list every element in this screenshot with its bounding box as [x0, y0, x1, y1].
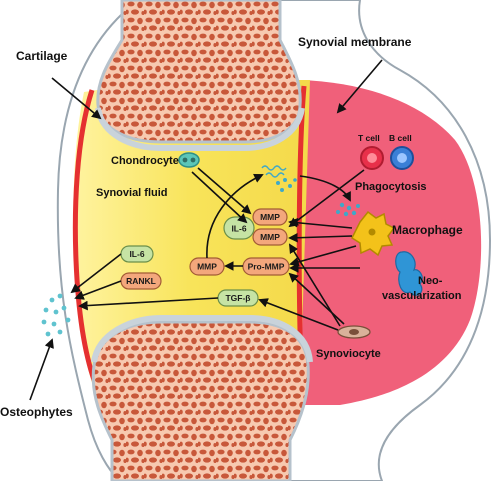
mmp-left-label: MMP [197, 262, 217, 272]
arrow-chondrocyte-mmp-2 [191, 171, 248, 224]
macrophage-label: Macrophage [392, 223, 463, 237]
il6-left-label: IL-6 [129, 249, 144, 259]
il6-center-pill: IL-6 [223, 216, 255, 240]
synoviocyte-label: Synoviocyte [316, 348, 381, 360]
cartilage-rim-left [72, 89, 103, 397]
chondrocyte-label: Chondrocyte [111, 155, 179, 167]
lower-bone [91, 320, 310, 481]
arrow-il6-osteophyte [70, 253, 122, 294]
lower-cartilage-cap [91, 315, 313, 363]
mmp-upper-label: MMP [260, 212, 280, 222]
arrows [29, 59, 383, 401]
arrow-chondrocyte-mmp-1 [197, 167, 252, 215]
arrow-osteophytes [29, 338, 54, 401]
mmp-lower-label: MMP [260, 232, 280, 242]
il6-center-label: IL-6 [231, 224, 246, 234]
arrow-fragments-macrophage [299, 175, 351, 202]
arrow-rankl-osteophyte [74, 280, 122, 300]
arrow-tcell-mmp [288, 169, 365, 228]
arrow-synoviocyte-pro-mmp [288, 272, 345, 325]
arrow-synoviocyte-tgf [258, 298, 339, 331]
neovascularization-vessel [395, 251, 423, 296]
tgf-beta-label: TGF-β [225, 293, 250, 303]
neovascularization-label-line2: vascularization [382, 290, 462, 302]
arrow-macrophage-pro-mmp [289, 245, 357, 267]
fragment-dots [276, 178, 297, 192]
t-cell [360, 146, 384, 170]
synovial-membrane-label: Synovial membrane [298, 35, 412, 49]
mmp-upper-pill: MMP [252, 208, 288, 226]
chondrocyte-cell [178, 152, 200, 168]
arrow-mmp-loop [206, 173, 264, 259]
upper-cartilage-cap [95, 107, 305, 151]
mmp-left-pill: MMP [189, 257, 225, 276]
macrophage-cell [351, 210, 396, 257]
phagocytosis-label: Phagocytosis [355, 181, 427, 193]
il6-left-pill: IL-6 [120, 245, 154, 263]
t-cell-label: T cell [358, 133, 380, 143]
arrow-synovial-membrane [336, 59, 383, 114]
arrow-macrophage-mmp-2 [288, 232, 353, 243]
neovascularization-label-line1: Neo- [418, 275, 443, 287]
upper-bone [96, 0, 302, 144]
cartilage-fragments [261, 165, 287, 178]
pro-mmp-label: Pro-MMP [248, 262, 285, 272]
pro-mmp-pill: Pro-MMP [242, 257, 290, 276]
b-cell [390, 146, 414, 170]
tgf-beta-pill: TGF-β [217, 289, 259, 307]
cartilage-label: Cartilage [16, 49, 68, 63]
synovial-fluid-label: Synovial fluid [96, 187, 168, 199]
arrow-cartilage [51, 77, 102, 120]
b-cell-label: B cell [389, 133, 412, 143]
mmp-lower-pill: MMP [252, 228, 288, 246]
rankl-pill: RANKL [120, 272, 162, 290]
rankl-label: RANKL [126, 276, 156, 286]
osteophytes-label: Osteophytes [0, 405, 73, 419]
synoviocyte-cell [337, 325, 371, 339]
phagocytosis-dots [336, 202, 360, 217]
osteophyte-dots [41, 293, 71, 337]
arrow-macrophage-mmp [288, 217, 353, 229]
arrow-tgf-osteophyte [78, 297, 219, 311]
